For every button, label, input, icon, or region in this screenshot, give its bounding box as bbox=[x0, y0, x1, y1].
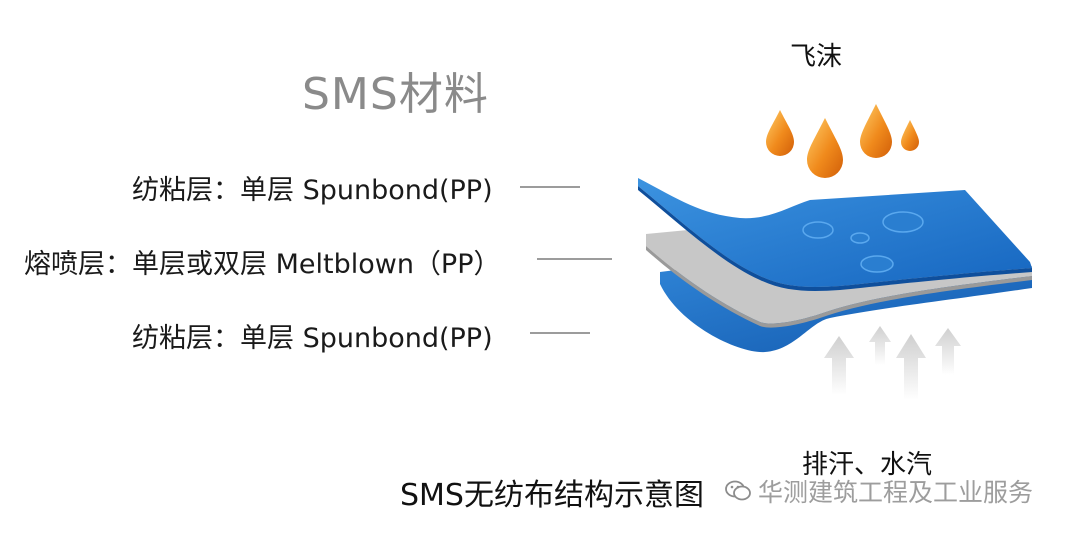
droplet-2 bbox=[807, 118, 843, 178]
meltblown-edge bbox=[646, 246, 1032, 328]
vapor-arrow-1 bbox=[824, 336, 854, 395]
droplet-3 bbox=[860, 104, 892, 158]
vapor-arrow-4 bbox=[935, 328, 961, 375]
top-spunbond-leader bbox=[520, 186, 580, 188]
meltblown-label: 熔喷层：单层或双层 Meltblown（PP） bbox=[24, 249, 501, 280]
diagram-caption: SMS无纺布结构示意图 bbox=[400, 478, 704, 513]
vapor-arrow-3 bbox=[896, 334, 926, 400]
droplet-1 bbox=[766, 110, 794, 156]
top-spunbond-edge bbox=[638, 186, 1032, 291]
surface-droplet-1 bbox=[802, 221, 834, 239]
bottom-spunbond-leader bbox=[530, 332, 590, 334]
diagram-title: SMS材料 bbox=[302, 69, 489, 120]
top-spunbond-label: 纺粘层：单层 Spunbond(PP) bbox=[132, 175, 493, 206]
vapor-arrows bbox=[824, 326, 961, 400]
top-spunbond-layer bbox=[638, 178, 1032, 287]
watermark: 华测建筑工程及工业服务 bbox=[724, 473, 1033, 509]
surface-droplet-3 bbox=[882, 211, 924, 233]
bottom-spunbond-label: 纺粘层：单层 Spunbond(PP) bbox=[132, 323, 493, 354]
vapor-label: 排汗、水汽 bbox=[802, 450, 933, 480]
surface-droplet-2 bbox=[850, 232, 870, 244]
wechat-icon bbox=[725, 480, 751, 501]
surface-droplet-4 bbox=[860, 255, 894, 273]
watermark-text: 华测建筑工程及工业服务 bbox=[758, 478, 1034, 507]
droplet-4 bbox=[901, 120, 919, 151]
meltblown-leader bbox=[537, 258, 612, 260]
vapor-arrow-2 bbox=[869, 326, 891, 365]
droplet-label: 飞沫 bbox=[790, 42, 843, 72]
sms-fabric-illustration bbox=[638, 104, 1032, 400]
